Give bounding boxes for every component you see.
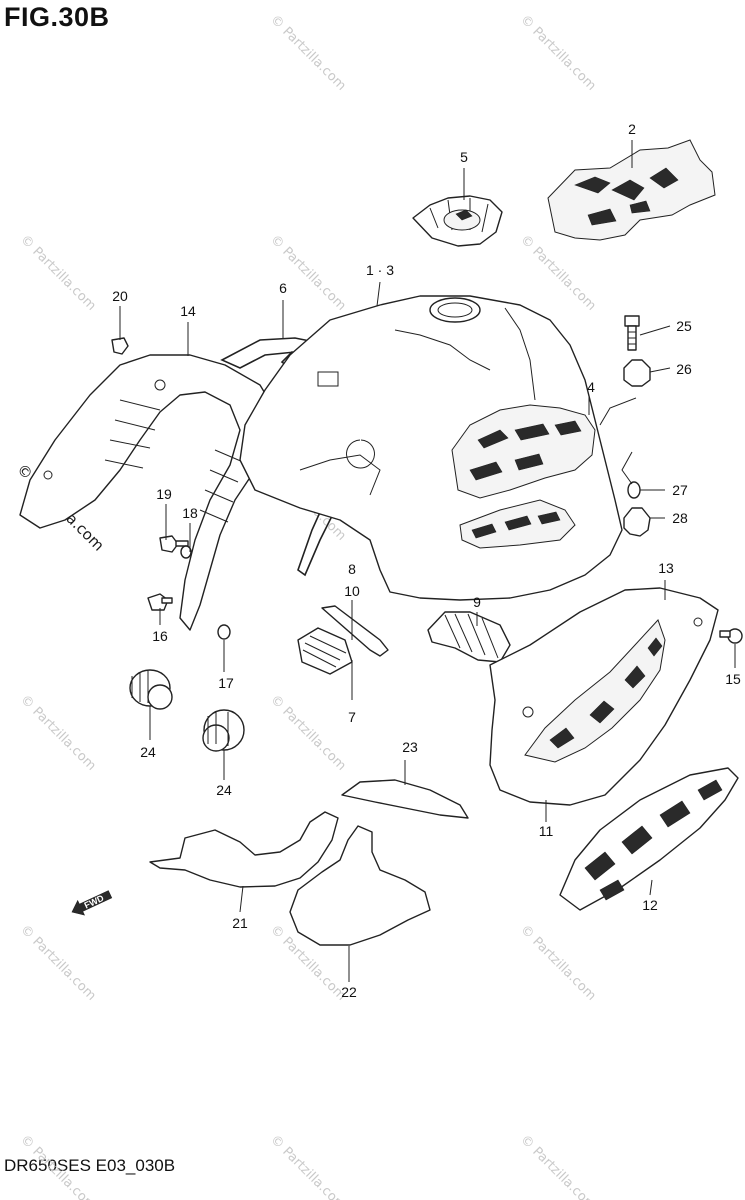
part-cushion-28[interactable] (623, 507, 651, 537)
watermark: © Partzilla.com (517, 232, 599, 314)
part-collar-27[interactable] (627, 481, 641, 499)
callout-26: 26 (676, 361, 692, 377)
part-strap-8-10[interactable] (321, 605, 389, 657)
part-washer-17[interactable] (217, 624, 231, 640)
callout-24a: 24 (140, 744, 156, 760)
callout-19: 19 (156, 486, 172, 502)
callout-21: 21 (232, 915, 248, 931)
watermark-layer: © Partzilla.com © Partzilla.com © Partzi… (13, 12, 599, 1200)
figure-footer: DR650SES E03_030B (4, 1156, 176, 1175)
callout-12: 12 (642, 897, 658, 913)
part-bolt-25[interactable] (624, 315, 640, 351)
watermark: © Partzilla.com (267, 1132, 349, 1200)
part-washer-18[interactable] (180, 545, 192, 559)
part-screw-20[interactable] (111, 337, 129, 355)
part-screw-16[interactable] (147, 593, 173, 611)
part-fuel-cap-5[interactable] (412, 195, 503, 247)
part-grommet-24a[interactable] (129, 669, 173, 710)
callout-10: 10 (344, 583, 360, 599)
callout-2: 2 (628, 121, 636, 137)
part-screw-19[interactable] (159, 535, 189, 553)
callout-4: 4 (587, 379, 595, 395)
callout-7: 7 (348, 709, 356, 725)
part-shroud-14[interactable] (19, 354, 276, 631)
callout-14: 14 (180, 303, 196, 319)
watermark: © Partzilla.com (17, 232, 99, 314)
callout-labels: 1 · 3 2 4 5 6 7 8 10 9 11 12 13 14 15 16… (112, 121, 741, 1000)
callout-13: 13 (658, 560, 674, 576)
part-decal-4[interactable] (451, 404, 596, 499)
part-side-cover-11[interactable] (489, 587, 719, 806)
part-decal-12[interactable] (559, 767, 739, 911)
callout-16: 16 (152, 628, 168, 644)
part-pad-7[interactable] (297, 627, 353, 675)
figure-title: FIG.30B (4, 2, 110, 32)
callout-28: 28 (672, 510, 688, 526)
watermark: © Partzilla.com (517, 1132, 599, 1200)
callout-6: 6 (279, 280, 287, 296)
watermark: © Partzilla.com (517, 922, 599, 1004)
callout-1-3: 1 · 3 (366, 262, 394, 278)
part-cover-22[interactable] (289, 825, 431, 946)
part-cushion-26[interactable] (623, 359, 651, 387)
callout-27: 27 (672, 482, 688, 498)
watermark: © Partzilla.com (17, 922, 99, 1004)
callout-22: 22 (341, 984, 357, 1000)
callout-18: 18 (182, 505, 198, 521)
watermark: © Partzilla.com (517, 12, 599, 94)
part-cover-21[interactable] (149, 811, 339, 888)
part-plate-23[interactable] (341, 779, 469, 819)
fwd-arrow: FWD (71, 890, 113, 916)
callout-9: 9 (473, 594, 481, 610)
callout-24b: 24 (216, 782, 232, 798)
callout-8: 8 (348, 561, 356, 577)
callout-5: 5 (460, 149, 468, 165)
callout-23: 23 (402, 739, 418, 755)
leader-lines (119, 140, 736, 982)
callout-15: 15 (725, 671, 741, 687)
part-tank-lower-emblem[interactable] (459, 499, 576, 549)
watermark: © Partzilla.com (17, 1132, 99, 1200)
watermark: © Partzilla.com (267, 232, 349, 314)
watermark: © Partzilla.com (17, 692, 99, 774)
watermark: © Partzilla.com (267, 692, 349, 774)
callout-11: 11 (539, 823, 554, 839)
callout-25: 25 (676, 318, 692, 334)
part-decal-2[interactable] (547, 139, 716, 241)
part-grommet-24b[interactable] (202, 709, 245, 752)
callout-17: 17 (218, 675, 234, 691)
part-screw-15[interactable] (719, 628, 743, 644)
watermark: © Partzilla.com (267, 12, 349, 94)
callout-20: 20 (112, 288, 128, 304)
part-pad-9[interactable] (427, 611, 511, 663)
